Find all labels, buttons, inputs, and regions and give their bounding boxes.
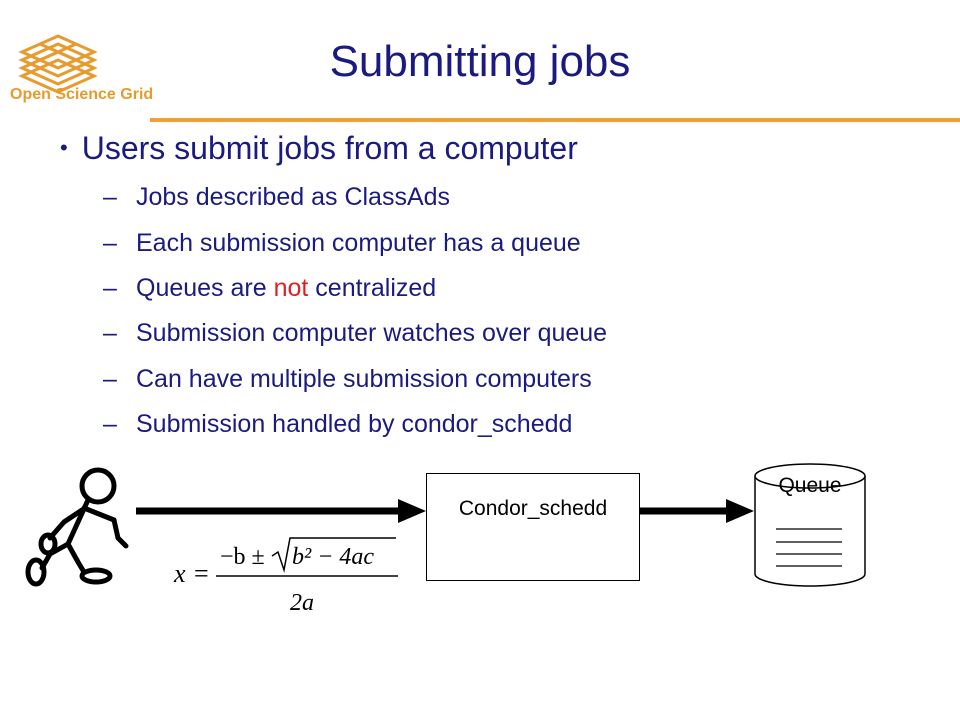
sub-bullet-text: Each submission computer has a queue: [136, 229, 581, 257]
radical-sign-icon: [271, 537, 396, 573]
bullet-dot-icon: •: [60, 135, 68, 160]
logo-text: Open Science Grid: [10, 86, 154, 103]
dash-icon: –: [103, 365, 117, 393]
sub-bullet: –Can have multiple submission computers: [103, 364, 592, 394]
dash-icon: –: [103, 183, 117, 211]
sub-bullet-text: Can have multiple submission computers: [136, 365, 592, 393]
formula-eq: =: [194, 559, 209, 588]
main-bullet: • Users submit jobs from a computer: [60, 128, 578, 168]
queue-label: Queue: [778, 474, 842, 497]
condor-schedd-box: [426, 473, 640, 581]
dash-icon: –: [103, 229, 117, 257]
osg-logo-icon: [18, 34, 98, 94]
quadratic-formula: x = −b ± b² − 4ac 2a: [173, 537, 398, 616]
dash-icon: –: [103, 274, 117, 302]
sub-bullet: –Each submission computer has a queue: [103, 228, 581, 258]
dash-icon: –: [103, 410, 117, 438]
formula-numerator-prefix: −b ±: [220, 544, 265, 570]
sub-bullet: –Submission computer watches over queue: [103, 318, 607, 348]
formula-radicand: b² − 4ac: [292, 544, 374, 570]
highlight-text: not: [273, 274, 309, 302]
formula-lhs: x: [173, 559, 186, 588]
queue-arrow: [640, 499, 754, 523]
database-cylinder-icon: [754, 463, 866, 587]
sub-bullet-text-tail: centralized: [308, 274, 437, 302]
slide-title: Submitting jobs: [329, 37, 631, 86]
submit-arrow: [136, 499, 426, 523]
condor-schedd-label: Condor_schedd: [458, 497, 608, 520]
sub-bullet: –Jobs described as ClassAds: [103, 182, 450, 212]
sub-bullet-text: Submission computer watches over queue: [136, 319, 608, 347]
sub-bullet: –Submission handled by condor_schedd: [103, 409, 572, 439]
sub-bullet-text: Jobs described as ClassAds: [136, 183, 451, 211]
sub-bullet-text: Queues are: [136, 274, 274, 302]
sub-bullet-text: Submission handled by condor_schedd: [136, 410, 573, 438]
stick-figure-running-icon: [25, 467, 129, 587]
title-divider: [150, 118, 960, 122]
dash-icon: –: [103, 319, 117, 347]
formula-denominator: 2a: [290, 590, 314, 616]
sub-bullet: –Queues are not centralized: [103, 273, 436, 303]
main-bullet-text: Users submit jobs from a computer: [81, 130, 578, 166]
